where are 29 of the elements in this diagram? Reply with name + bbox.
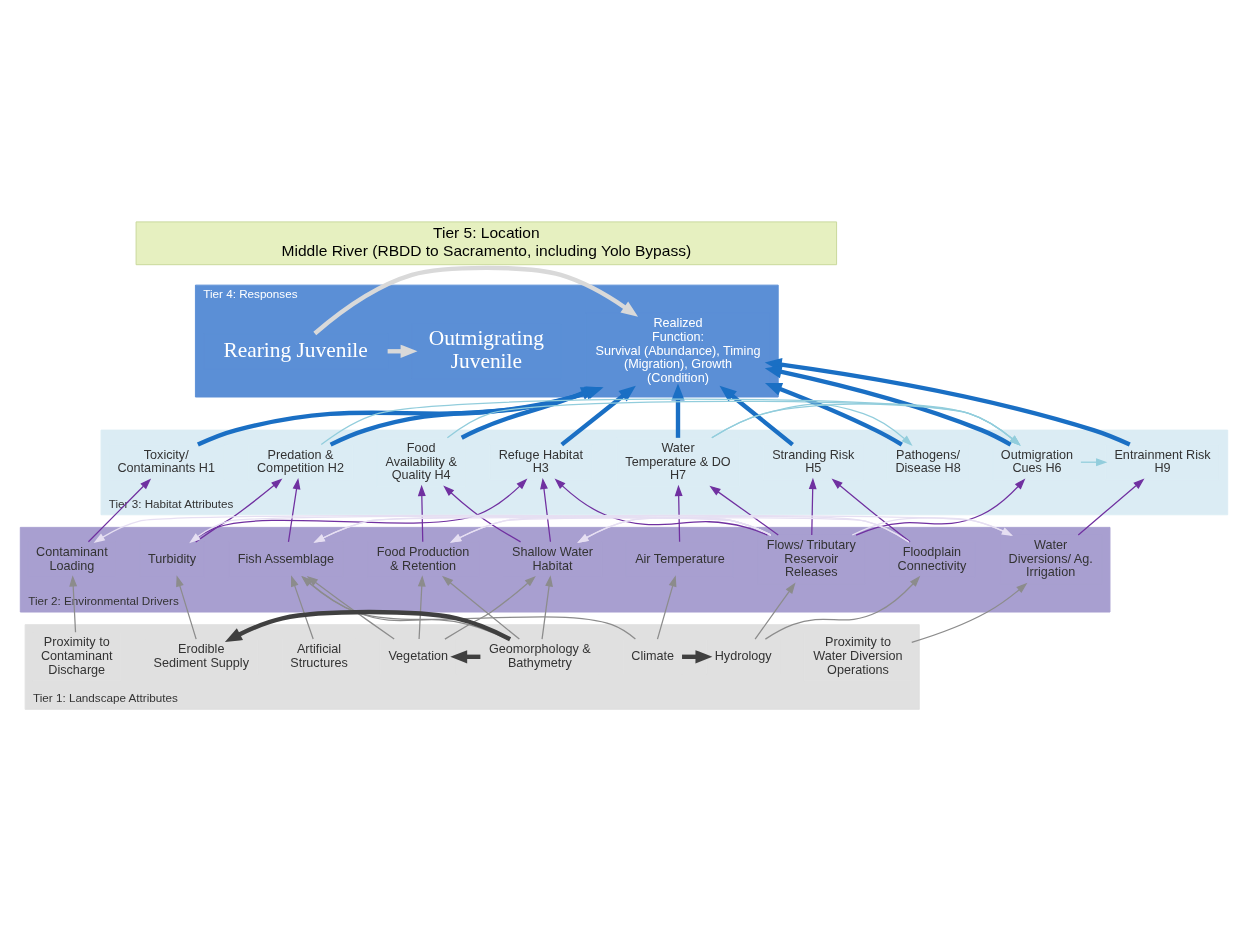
node-text: Proximity to Water Diversion Operations <box>813 635 903 677</box>
node-text: Water Diversions/ Ag. Irrigation <box>1008 538 1093 580</box>
node-text: Food Availability & Quality H4 <box>385 440 457 483</box>
node-text: Air Temperature <box>635 551 725 566</box>
node-text: Floodplain Connectivity <box>897 544 967 573</box>
node-text: Entrainment Risk H9 <box>1114 447 1211 476</box>
node-text: Toxicity/ Contaminants H1 <box>117 447 216 476</box>
node-text: Shallow Water Habitat <box>512 544 593 573</box>
node-text: Realized Function: Survival (Abundance), Timing (Migration), Growth (Condition) <box>595 316 761 385</box>
node-text: Pathogens/ Disease H8 <box>895 447 961 476</box>
node-text: Outmigrating Juvenile <box>428 326 544 374</box>
node-text: Outmigration Cues H6 <box>1000 447 1074 476</box>
node-text: Water Temperature & DO H7 <box>625 440 731 483</box>
node-text: Artificial Structures <box>290 642 348 670</box>
node-text: Erodible Sediment Supply <box>153 642 249 670</box>
node-text: Climate <box>631 649 675 664</box>
node-text: Hydrology <box>714 649 772 664</box>
node-text: Contaminant Loading <box>36 544 108 573</box>
node-text: Predation & Competition H2 <box>257 447 345 476</box>
node-text: Vegetation <box>388 649 449 664</box>
node-text: Food Production & Retention <box>376 544 470 573</box>
node-text: Stranding Risk H5 <box>772 447 855 476</box>
node-text: Flows/ Tributary Reservoir Releases <box>766 538 856 580</box>
node-text: Proximity to Contaminant Discharge <box>40 635 113 677</box>
node-text: Geomorphology & Bathymetry <box>488 642 591 670</box>
node-text: Fish Assemblage <box>237 551 334 566</box>
node-text: Refuge Habitat H3 <box>498 447 583 476</box>
node-text: Rearing Juvenile <box>223 337 368 362</box>
node-text: Turbidity <box>148 551 197 566</box>
